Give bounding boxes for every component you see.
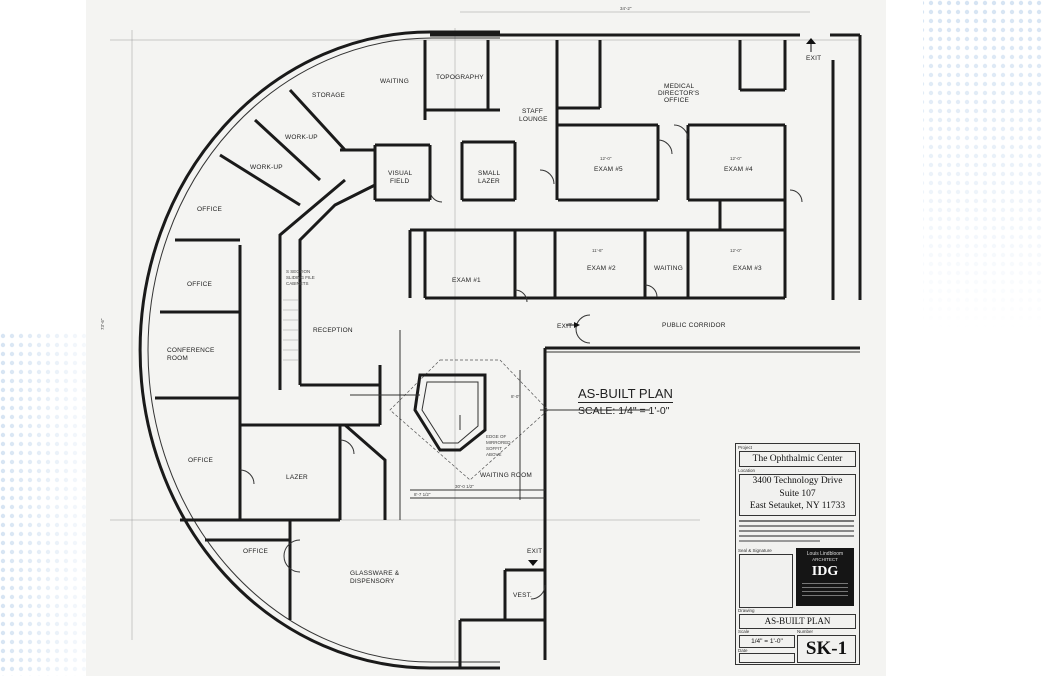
mirrored-soffit	[389, 359, 549, 481]
tb-notes	[739, 518, 854, 544]
room-exam1: EXAM #1	[452, 277, 481, 284]
tb-seal-caption: Seal & Signature	[738, 548, 772, 553]
soffit-label-3: SOFFIT	[486, 446, 502, 451]
room-exam4: EXAM #4	[724, 166, 753, 173]
tb-number-box: SK-1	[797, 635, 856, 663]
plan-title: AS-BUILT PLAN SCALE: 1/4" = 1'-0"	[578, 386, 673, 417]
dim-exam4: 12'-0"	[730, 156, 742, 161]
room-waiting-mid: WAITING	[654, 265, 683, 272]
dim-waiting-3: 8'-0"	[511, 394, 520, 399]
room-reception: RECEPTION	[313, 327, 353, 334]
room-glassware-1: GLASSWARE &	[350, 570, 400, 577]
exit-mid-label: EXIT	[557, 323, 572, 330]
tb-address-1: 3400 Technology Drive	[752, 476, 843, 486]
dim-exam5: 12'-0"	[600, 156, 612, 161]
room-lazer: LAZER	[286, 474, 308, 481]
tb-project-caption: Project	[738, 445, 753, 450]
dim-exam3: 12'-0"	[730, 248, 742, 253]
outer-curved-wall	[138, 30, 500, 670]
file-cabinets	[283, 299, 298, 361]
door-swings	[239, 124, 803, 600]
file-label-1: S SECTION	[286, 269, 310, 274]
tb-project: The Ophthalmic Center	[752, 454, 843, 464]
room-office-3: OFFICE	[188, 457, 213, 464]
plan-title-main: AS-BUILT PLAN	[578, 386, 673, 403]
dim-left: 73'-6"	[100, 318, 105, 330]
tb-number: SK-1	[805, 638, 848, 659]
tb-architect-2: ARCHITECT	[812, 557, 838, 562]
tb-address-2: Suite 107	[779, 488, 816, 499]
room-exam2: EXAM #2	[587, 265, 616, 272]
tb-location-box: 3400 Technology Drive Suite 107 East Set…	[739, 474, 856, 516]
tb-drawing-box: AS-BUILT PLAN	[739, 614, 856, 629]
room-medical-2: DIRECTOR'S	[658, 90, 700, 97]
room-workup-1: WORK-UP	[285, 134, 318, 141]
room-office-2: OFFICE	[187, 281, 212, 288]
dimension-lines	[350, 330, 650, 520]
room-staff-1: STAFF	[522, 108, 543, 115]
room-visual-1: VISUAL	[388, 170, 413, 177]
tb-architect-logo: Louis Lindbloom ARCHITECT IDG	[796, 548, 854, 606]
exit-top-label: EXIT	[806, 55, 821, 62]
file-label-3: CABINETS	[286, 281, 309, 286]
room-medical-3: OFFICE	[664, 97, 689, 104]
room-storage: STORAGE	[312, 92, 346, 99]
room-office-1: OFFICE	[197, 206, 222, 213]
tb-drawing-caption: Drawing	[738, 608, 755, 613]
tb-logo: IDG	[811, 564, 839, 579]
room-small-lazer-1: SMALL	[478, 170, 501, 177]
room-waiting-room: WAITING ROOM	[480, 472, 532, 479]
bottom-walls	[458, 568, 545, 668]
tb-scale-box: 1/4" = 1'-0"	[739, 635, 795, 648]
room-staff-2: LOUNGE	[519, 116, 548, 123]
tb-location-caption: Location	[738, 468, 756, 473]
dim-waiting-2: 8'-7 1/2"	[414, 492, 431, 497]
public-corridor-label: PUBLIC CORRIDOR	[662, 322, 726, 329]
title-block: Project The Ophthalmic Center Location 3…	[735, 443, 860, 665]
tb-project-box: The Ophthalmic Center	[739, 451, 856, 467]
room-conference-2: ROOM	[167, 355, 188, 362]
room-topography: TOPOGRAPHY	[436, 74, 484, 81]
dim-exam2: 11'-6"	[592, 248, 604, 253]
room-waiting-top: WAITING	[380, 78, 409, 85]
tb-scale: 1/4" = 1'-0"	[751, 638, 783, 645]
room-vest: VEST.	[513, 592, 532, 599]
dim-waiting-1: 30'-0 1/2"	[455, 484, 474, 489]
exam-row-walls	[408, 200, 787, 300]
room-small-lazer-2: LAZER	[478, 178, 500, 185]
reception-walls	[155, 178, 387, 620]
dim-top: 34'-2"	[620, 6, 632, 11]
room-visual-2: FIELD	[390, 178, 410, 185]
tb-seal-box	[739, 554, 793, 608]
room-exam5: EXAM #5	[594, 166, 623, 173]
tb-address-3: East Setauket, NY 11733	[749, 501, 846, 511]
soffit-label-4: ABOVE	[486, 452, 502, 457]
tb-date-caption: Date	[738, 648, 748, 653]
tb-date-box	[739, 653, 795, 663]
room-glassware-2: DISPENSORY	[350, 578, 395, 585]
exit-arrows	[528, 38, 816, 566]
soffit-label-2: MIRRORED	[486, 440, 511, 445]
room-workup-2: WORK-UP	[250, 164, 283, 171]
room-exam3: EXAM #3	[733, 265, 762, 272]
soffit-label-1: EDGE OF	[486, 434, 507, 439]
room-medical-1: MEDICAL	[664, 83, 694, 90]
file-label-2: SLIDING FILE	[286, 275, 315, 280]
room-conference-1: CONFERENCE	[167, 347, 215, 354]
tb-number-caption: Number	[797, 629, 814, 634]
tb-architect-1: Louis Lindbloom	[806, 551, 844, 557]
tb-drawing: AS-BUILT PLAN	[764, 616, 831, 626]
exit-bottom-label: EXIT	[527, 548, 542, 555]
tb-scale-caption: Scale	[738, 629, 750, 634]
room-office-4: OFFICE	[243, 548, 268, 555]
plan-scale: SCALE: 1/4" = 1'-0"	[578, 405, 670, 417]
